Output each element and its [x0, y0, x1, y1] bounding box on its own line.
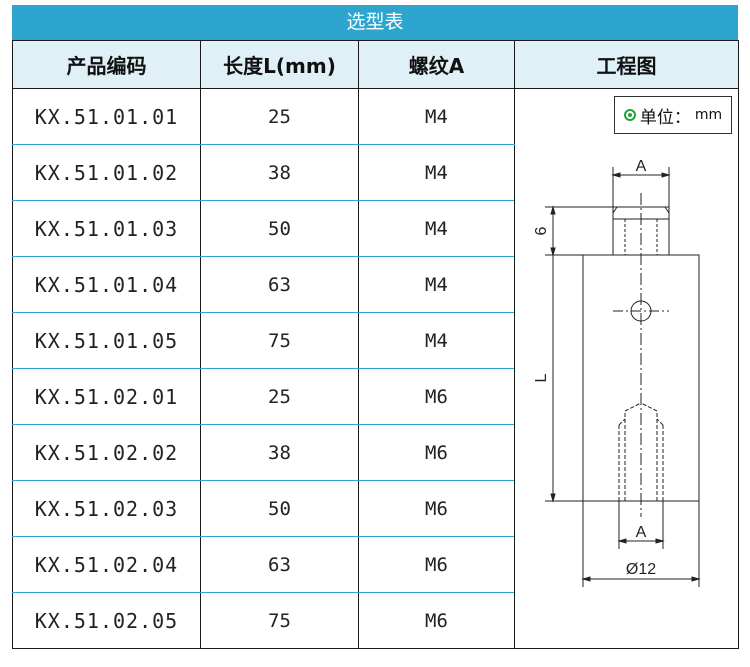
engineering-drawing: A 6 L A Ø12 [533, 158, 701, 587]
unit-text: 单位： [639, 107, 691, 128]
cell-thread: M6 [358, 368, 515, 425]
cell-length: 75 [200, 312, 359, 369]
table-row: KX.51.02.04 63 M6 [12, 536, 739, 593]
cell-code: KX.51.02.01 [12, 368, 201, 425]
target-icon [623, 109, 636, 121]
table-title: 选型表 [12, 5, 738, 40]
table-row: KX.51.01.02 38 M4 [12, 144, 739, 201]
cell-thread: M4 [358, 256, 515, 313]
cell-code: KX.51.02.05 [12, 592, 201, 649]
table-row: KX.51.02.03 50 M6 [12, 480, 739, 537]
cell-code: KX.51.01.05 [12, 312, 201, 369]
cell-thread: M4 [358, 88, 515, 145]
cell-thread: M6 [358, 536, 515, 593]
unit-value: mm [694, 107, 723, 123]
dim-a-bottom: A [636, 524, 647, 541]
table-row: KX.51.01.04 63 M4 [12, 256, 739, 313]
cell-length: 25 [200, 88, 359, 145]
cell-thread: M4 [358, 200, 515, 257]
header-row: 产品编码 长度L(mm) 螺纹A 工程图 [12, 40, 739, 89]
cell-length: 75 [200, 592, 359, 649]
cell-code: KX.51.01.01 [12, 88, 201, 145]
cell-code: KX.51.02.04 [12, 536, 201, 593]
header-thread: 螺纹A [358, 40, 515, 89]
table-row: KX.51.01.03 50 M4 [12, 200, 739, 257]
dim-6: 6 [533, 226, 550, 235]
cell-length: 38 [200, 424, 359, 481]
header-drawing: 工程图 [514, 40, 739, 89]
cell-thread: M4 [358, 312, 515, 369]
cell-length: 63 [200, 536, 359, 593]
unit-label: 单位： mm [614, 96, 732, 134]
cell-code: KX.51.01.04 [12, 256, 201, 313]
dim-diameter: Ø12 [626, 561, 656, 578]
cell-code: KX.51.01.02 [12, 144, 201, 201]
cell-thread: M6 [358, 592, 515, 649]
dim-a-top: A [636, 158, 647, 175]
table-row: KX.51.02.05 75 M6 [12, 592, 739, 649]
table-row: KX.51.01.05 75 M4 [12, 312, 739, 369]
cell-code: KX.51.02.02 [12, 424, 201, 481]
selection-table-container: 选型表 产品编码 长度L(mm) 螺纹A 工程图 KX.51.01.01 25 … [12, 5, 739, 649]
cell-length: 63 [200, 256, 359, 313]
cell-length: 50 [200, 480, 359, 537]
engineering-drawing-cell: 单位： mm [514, 88, 739, 649]
selection-table: 产品编码 长度L(mm) 螺纹A 工程图 KX.51.01.01 25 M4 单… [12, 40, 739, 649]
dim-l: L [533, 373, 550, 382]
cell-length: 38 [200, 144, 359, 201]
header-product-code: 产品编码 [12, 40, 201, 89]
cell-thread: M6 [358, 424, 515, 481]
cell-thread: M6 [358, 480, 515, 537]
cell-code: KX.51.01.03 [12, 200, 201, 257]
table-row: KX.51.01.01 25 M4 单位： mm [12, 88, 739, 649]
cell-length: 25 [200, 368, 359, 425]
cell-thread: M4 [358, 144, 515, 201]
header-length: 长度L(mm) [200, 40, 359, 89]
cell-length: 50 [200, 200, 359, 257]
table-row: KX.51.02.02 38 M6 [12, 424, 739, 481]
table-row: KX.51.02.01 25 M6 [12, 368, 739, 425]
cell-code: KX.51.02.03 [12, 480, 201, 537]
